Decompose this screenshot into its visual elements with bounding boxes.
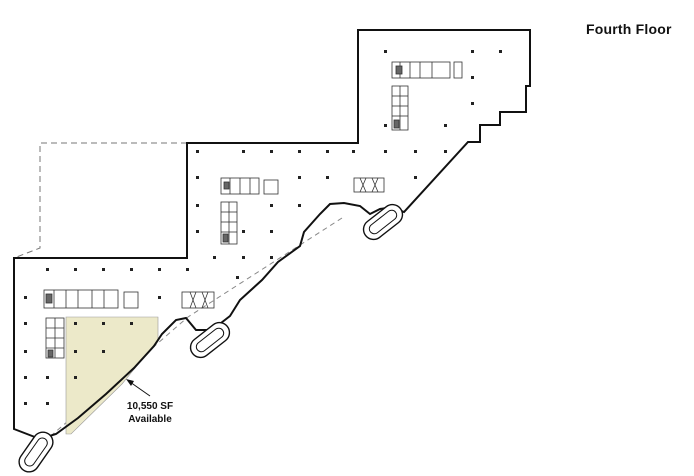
ramp-east <box>362 203 404 241</box>
core-north <box>391 61 463 131</box>
ramp-middle <box>189 321 231 359</box>
available-space-label: 10,550 SF Available <box>112 400 188 426</box>
available-area: 10,550 SF <box>126 401 174 412</box>
available-suite[interactable] <box>65 316 159 435</box>
adjacent-area-dashed-outline <box>13 142 187 259</box>
core-west <box>43 289 215 359</box>
columns <box>24 50 502 405</box>
core-center <box>220 177 385 245</box>
available-status: Available <box>128 414 172 425</box>
floor-title: Fourth Floor <box>586 21 672 37</box>
label-leader-arrow <box>126 379 151 397</box>
ramp-west <box>18 431 54 473</box>
